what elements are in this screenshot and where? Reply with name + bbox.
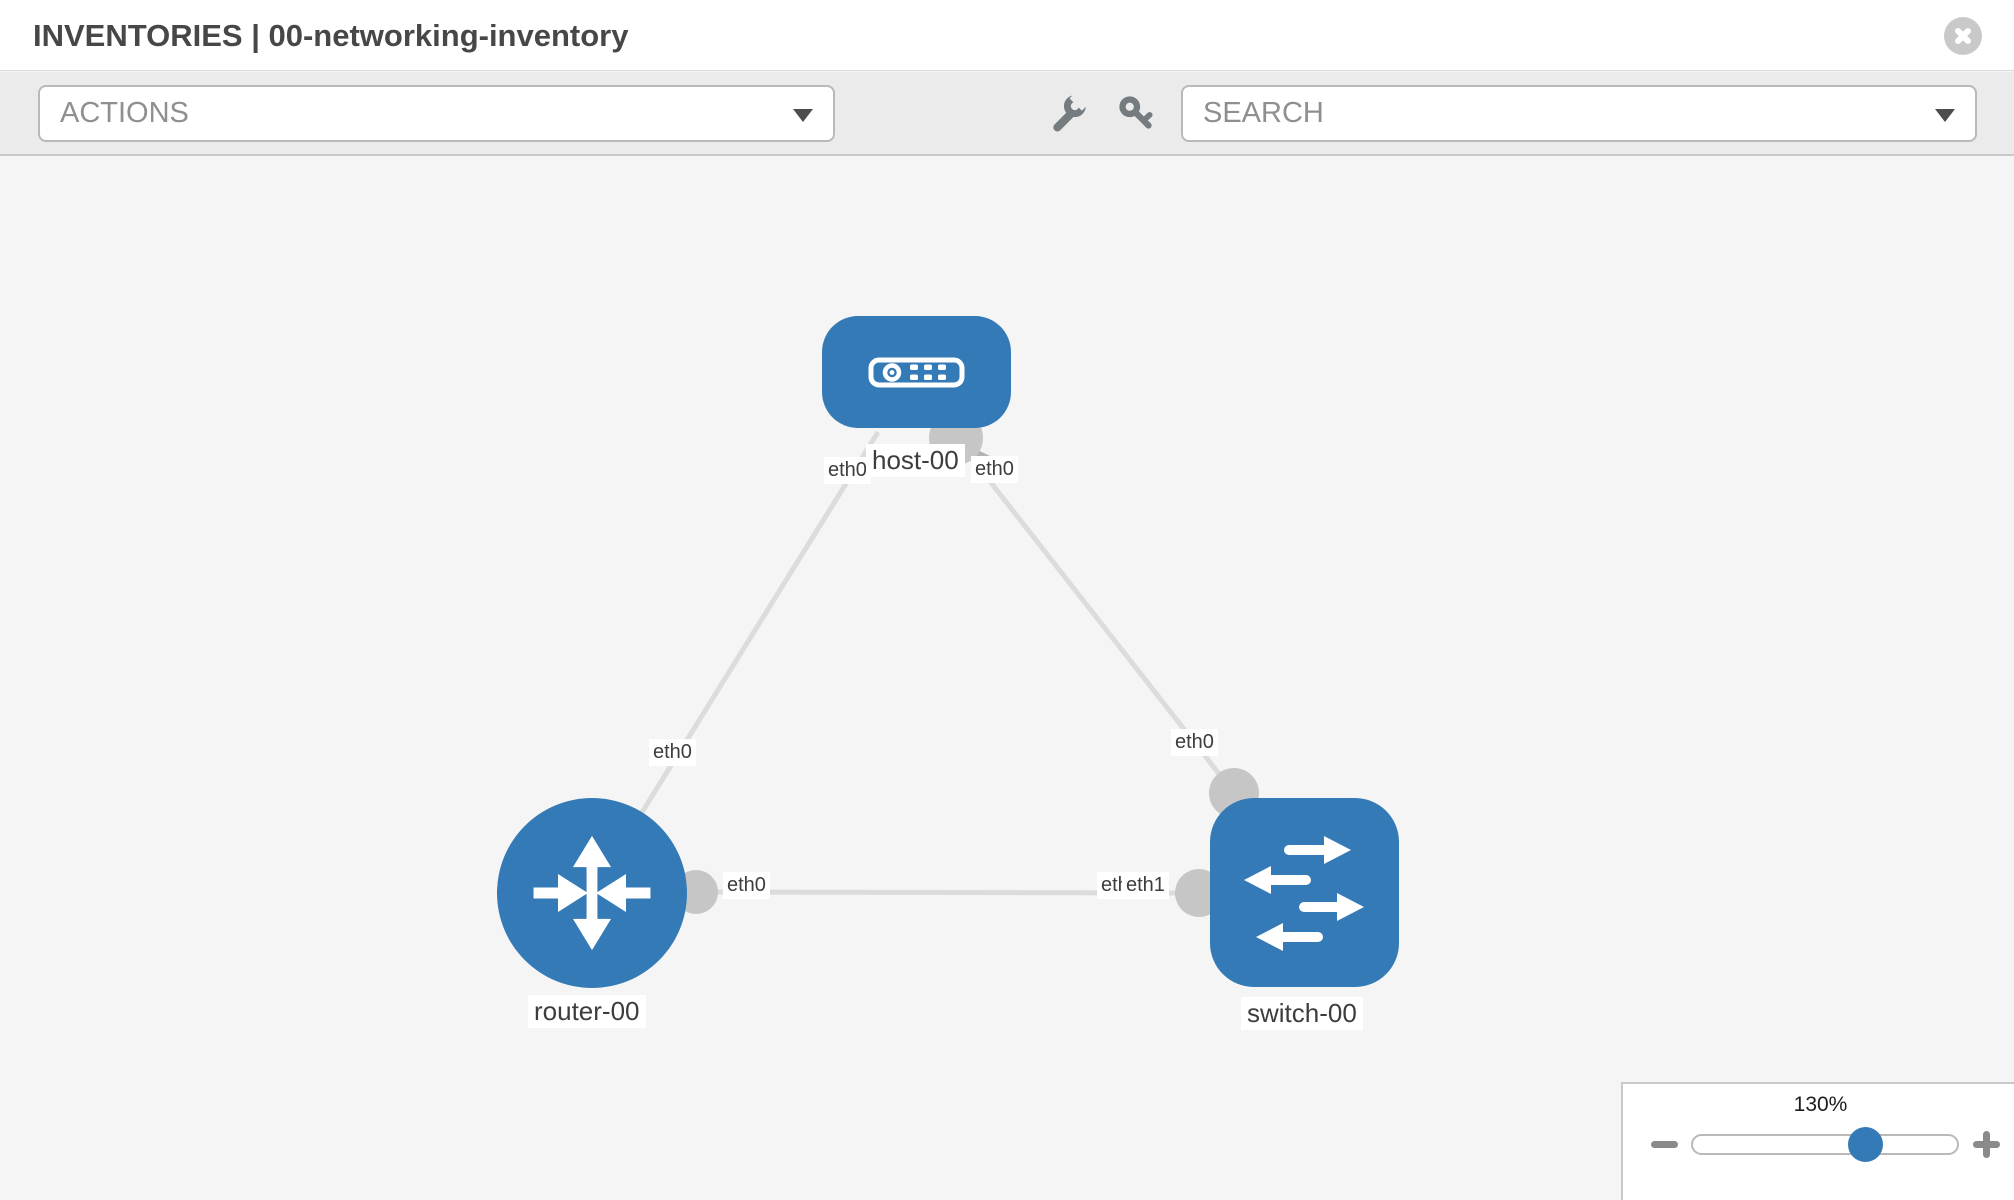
plus-icon: [1983, 1131, 1990, 1158]
zoom-slider-thumb[interactable]: [1848, 1127, 1883, 1162]
router-arrows-icon: [533, 835, 651, 951]
iface-label-host-eth0-left: eth0: [824, 457, 871, 484]
chevron-down-icon: [1935, 108, 1955, 122]
iface-label-host-eth0-right: eth0: [971, 456, 1018, 483]
wrench-icon[interactable]: [1048, 93, 1088, 133]
iface-label-switch-eth1-left: eth1: [1122, 872, 1169, 899]
node-label-router-00: router-00: [528, 995, 646, 1028]
toolbar: ACTIONS SEARCH: [0, 72, 2014, 156]
node-label-host-00: host-00: [866, 444, 965, 477]
search-dropdown[interactable]: SEARCH: [1181, 85, 1977, 142]
server-icon: [868, 357, 965, 387]
iface-label-router-eth0-top: eth0: [649, 739, 696, 766]
zoom-panel: 130%: [1621, 1082, 2014, 1200]
page-header: INVENTORIES | 00-networking-inventory: [0, 0, 2014, 71]
topology-links: [589, 430, 1236, 896]
page-title: INVENTORIES | 00-networking-inventory: [33, 18, 629, 53]
node-host-00[interactable]: [822, 316, 1011, 428]
node-switch-00[interactable]: [1210, 798, 1399, 987]
node-label-switch-00: switch-00: [1241, 997, 1363, 1030]
zoom-slider-track[interactable]: [1691, 1134, 1959, 1155]
actions-dropdown[interactable]: ACTIONS: [38, 85, 835, 142]
iface-label-switch-eth0-top: eth0: [1171, 729, 1218, 756]
topology-canvas[interactable]: eth0 eth0 eth0 eth0 eth0 eth0 eth1 host-…: [0, 156, 2014, 1200]
key-icon[interactable]: [1116, 93, 1156, 133]
actions-dropdown-label: ACTIONS: [60, 97, 189, 129]
close-button[interactable]: [1944, 17, 1982, 55]
search-placeholder: SEARCH: [1203, 97, 1324, 129]
zoom-in-button[interactable]: [1973, 1131, 2000, 1158]
node-router-00[interactable]: [497, 798, 687, 988]
iface-label-router-eth0-right: eth0: [723, 872, 770, 899]
chevron-down-icon: [793, 108, 813, 122]
zoom-out-button[interactable]: [1651, 1141, 1678, 1148]
zoom-level: 130%: [1793, 1093, 1848, 1116]
switch-arrows-icon: [1244, 836, 1364, 951]
